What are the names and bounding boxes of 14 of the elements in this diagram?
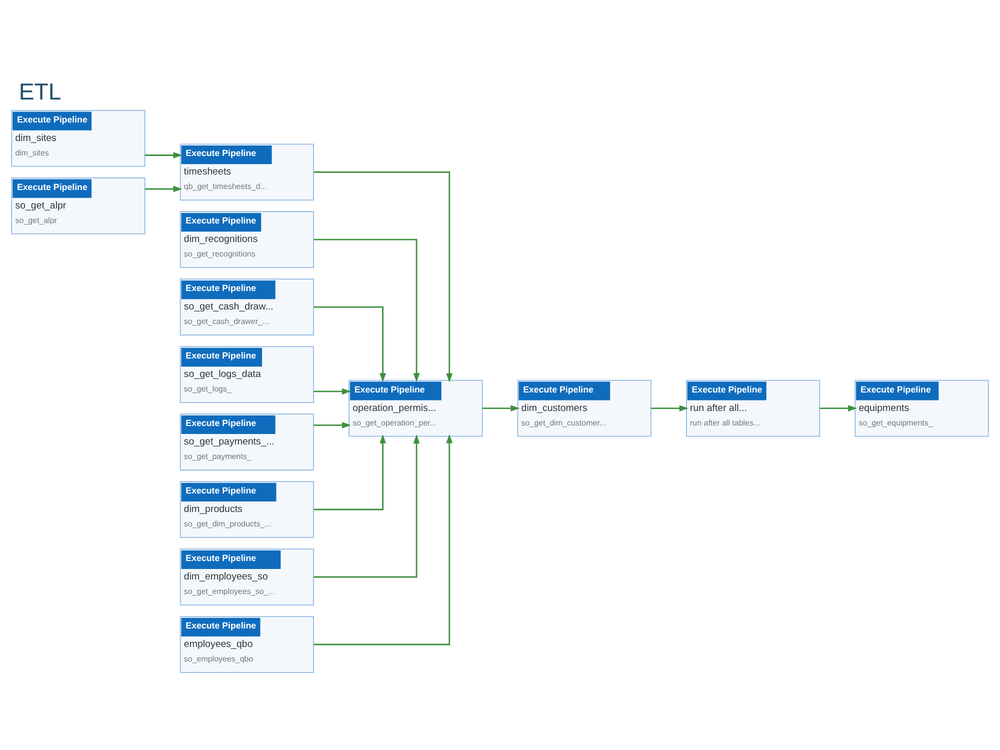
arrow (314, 388, 352, 395)
arrow (314, 238, 420, 382)
arrow (314, 434, 386, 510)
arrow (482, 405, 520, 412)
diagram-title: ETL (18, 78, 62, 105)
arrow (314, 422, 352, 428)
arrow (651, 405, 688, 412)
arrow (314, 171, 453, 382)
arrow (314, 434, 453, 646)
arrow (314, 306, 386, 382)
arrow (314, 434, 420, 578)
arrow (820, 405, 858, 412)
arrow (144, 186, 182, 192)
arrow (144, 152, 182, 158)
